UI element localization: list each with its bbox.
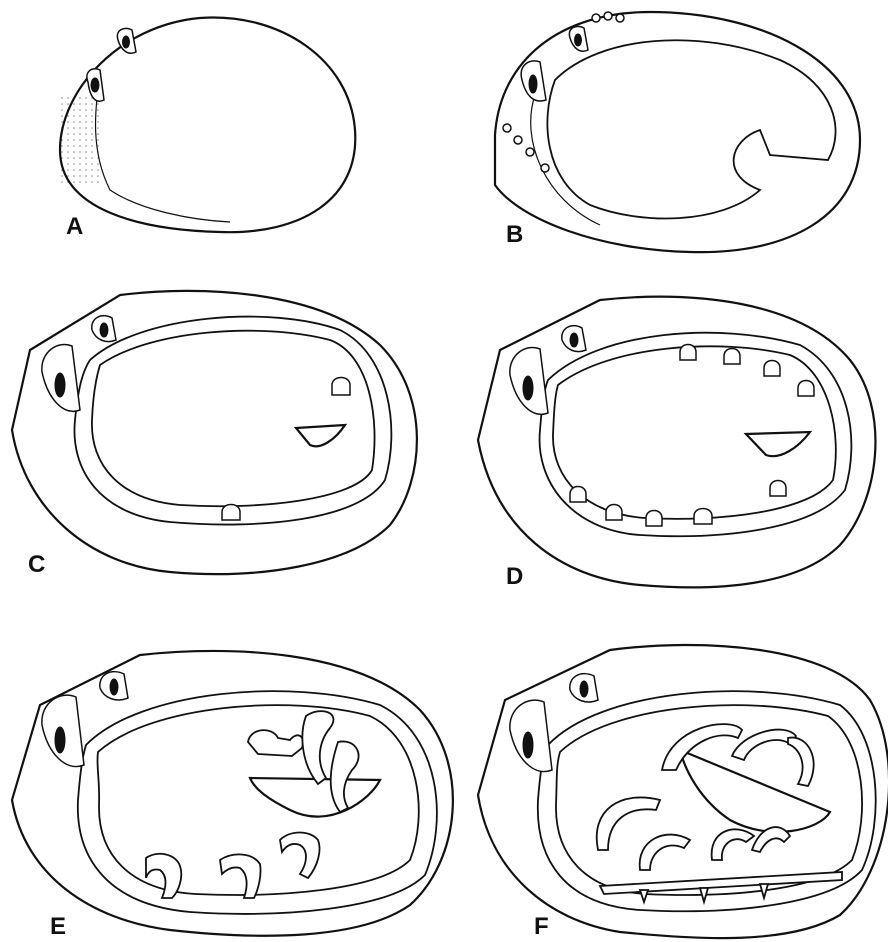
shell-outline bbox=[495, 12, 860, 252]
panel-a: A bbox=[58, 17, 355, 240]
muscle-knob bbox=[332, 378, 350, 396]
shell-outline bbox=[60, 17, 355, 232]
panel-label: B bbox=[506, 221, 523, 248]
panel-c: C bbox=[12, 291, 417, 578]
shell-outline bbox=[12, 291, 417, 574]
panel-label: C bbox=[28, 551, 45, 578]
muscle-knob bbox=[222, 505, 240, 521]
panel-b: B bbox=[495, 12, 860, 252]
shell-outline bbox=[478, 297, 875, 588]
panel-label: D bbox=[506, 563, 523, 590]
panel-f: F bbox=[478, 645, 888, 940]
panel-label: E bbox=[50, 913, 66, 940]
panel-label: F bbox=[534, 913, 549, 940]
panel-label: A bbox=[66, 213, 83, 240]
panel-d: D bbox=[478, 297, 875, 590]
panel-e: E bbox=[12, 651, 453, 940]
